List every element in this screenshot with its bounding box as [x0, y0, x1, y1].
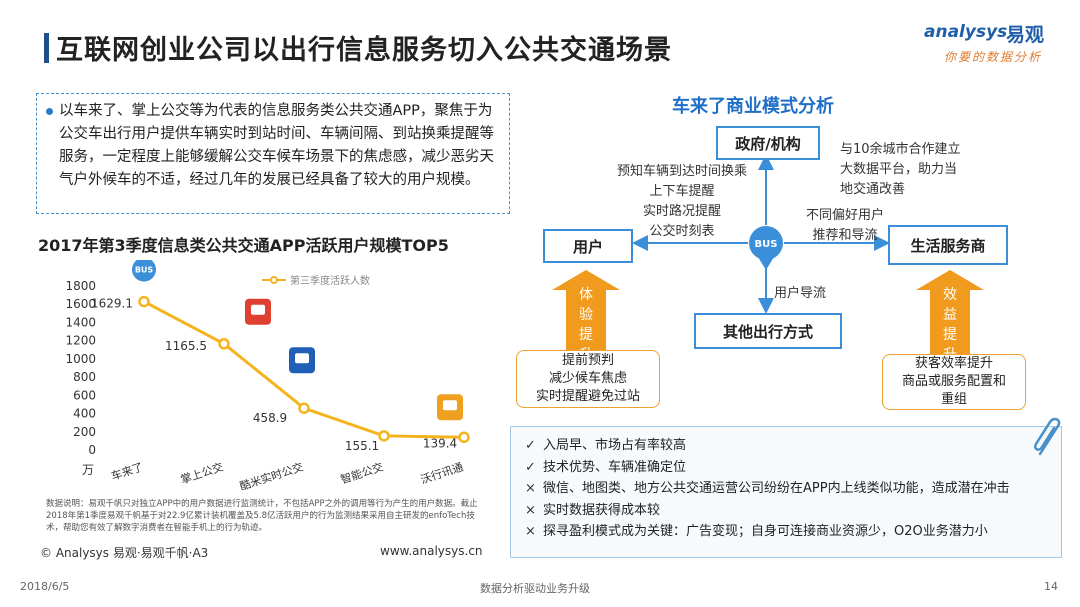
data-point: [378, 430, 390, 442]
y-tick-label: 800: [73, 370, 96, 384]
node-gov: 政府/机构: [716, 126, 820, 160]
logo-chinese: 易观: [1006, 24, 1045, 46]
y-tick-label: 1600: [65, 297, 96, 311]
node-user: 用户: [543, 229, 633, 263]
icon-glyph: [251, 304, 265, 315]
website-link[interactable]: www.analysys.cn: [380, 544, 483, 558]
legend-marker: [270, 276, 278, 284]
data-label: 1629.1: [91, 297, 133, 311]
y-tick-label: 600: [73, 388, 96, 402]
bus-badge-text: BUS: [135, 266, 154, 275]
title-accent-bar: [44, 33, 49, 63]
user-benefit-box: 提前预判 减少候车焦虑 实时提醒避免过站: [516, 350, 660, 408]
node-other: 其他出行方式: [694, 313, 842, 349]
y-unit-label: 万: [82, 463, 94, 477]
footer-date: 2018/6/5: [20, 580, 70, 593]
merchant-arrow-label: 效益提升: [943, 287, 957, 363]
data-point: [298, 402, 310, 414]
user-info-note: 预知车辆到达时间换乘 上下车提醒 实时路况提醒 公交时刻表: [616, 164, 747, 239]
x-tick-label: 掌上公交: [179, 460, 225, 487]
x-tick-label: 沃行讯通: [419, 460, 465, 486]
summary-item: ×探寻盈利模式成为关键：广告变现；自身可连接商业资源少，O2O业务潜力小: [525, 524, 988, 539]
x-tick-label: 酷米实时公交: [238, 460, 305, 490]
data-point: [138, 295, 150, 308]
intro-box: 以车来了、掌上公交等为代表的信息服务类公共交通APP，聚焦于为公交车出行用户提供…: [36, 93, 510, 214]
footer-slogan: 数据分析驱动业务升级: [480, 582, 590, 595]
chart-footnote: 数据说明：易观千帆只对独立APP中的用户数据进行监测统计，不包括APP之外的调用…: [46, 499, 478, 533]
gov-info-note: 与10余城市合作建立 大数据平台，助力当 地交通改善: [840, 142, 961, 197]
data-label: 458.9: [253, 411, 287, 425]
summary-item: ✓入局早、市场占有率较高: [525, 438, 687, 453]
paperclip-icon: [1034, 417, 1061, 456]
bus-center-icon: [749, 226, 783, 260]
model-title: 车来了商业模式分析: [672, 96, 834, 117]
summary-item: ×微信、地图类、地方公共交通运营公司纷纷在APP内上线类似功能，造成潜在冲击: [525, 481, 1010, 496]
icon-glyph: [295, 353, 309, 364]
x-tick-label: 智能公交: [339, 460, 385, 487]
merchant-benefit-box: 获客效率提升 商品或服务配置和 重组: [882, 354, 1026, 410]
data-label: 139.4: [423, 436, 457, 450]
page-title: 互联网创业公司以出行信息服务切入公共交通场景: [56, 35, 672, 66]
intro-text: 以车来了、掌上公交等为代表的信息服务类公共交通APP，聚焦于为公交车出行用户提供…: [59, 103, 494, 188]
model-connectors: BUS: [552, 154, 984, 360]
summary-item: ✓技术优势、车辆准确定位: [525, 459, 687, 475]
merchant-info-note: 不同偏好用户 推荐和导流: [805, 208, 884, 243]
bus-center-label: BUS: [755, 239, 778, 250]
merchant-up-arrow: [916, 270, 984, 360]
logo-wordmark: analysys: [924, 22, 1008, 42]
bus-badge-icon: [132, 260, 156, 282]
node-merchant: 生活服务商: [888, 225, 1008, 265]
page-number: 14: [1044, 580, 1058, 593]
pin-tip: [758, 257, 774, 270]
data-point: [218, 338, 230, 350]
other-info-note: 用户导流: [774, 286, 827, 301]
user-up-arrow: [552, 270, 620, 360]
data-label: 155.1: [345, 439, 379, 453]
line-chart: 0 200 400 600 800 1000 1200 1400 1600 1800 万 车来了 掌上公…: [65, 260, 470, 490]
bullet-icon: [46, 108, 53, 115]
y-tick-label: 1200: [65, 334, 96, 348]
chart-title: 2017年第3季度信息类公共交通APP活跃用户规模TOP5: [38, 236, 449, 255]
summary-item: ×实时数据获得成本较: [525, 502, 661, 518]
logo-tagline: 你要的数据分析: [944, 50, 1043, 64]
y-tick-label: 1800: [65, 279, 96, 293]
icon-glyph: [443, 400, 457, 411]
y-tick-label: 1400: [65, 315, 96, 329]
summary-box: ✓入局早、市场占有率较高 ✓技术优势、车辆准确定位 ×微信、地图类、地方公共交通…: [510, 426, 1062, 558]
copyright: © Analysys 易观·易观千帆·A3: [40, 546, 209, 560]
data-point: [458, 431, 470, 444]
legend-label: 第三季度活跃人数: [290, 274, 370, 287]
y-tick-label: 1000: [65, 352, 96, 366]
x-tick-label: 车来了: [109, 460, 145, 484]
data-label: 1165.5: [165, 339, 207, 353]
y-tick-label: 200: [73, 425, 96, 439]
y-tick-label: 0: [88, 443, 96, 457]
y-tick-label: 400: [73, 407, 96, 421]
